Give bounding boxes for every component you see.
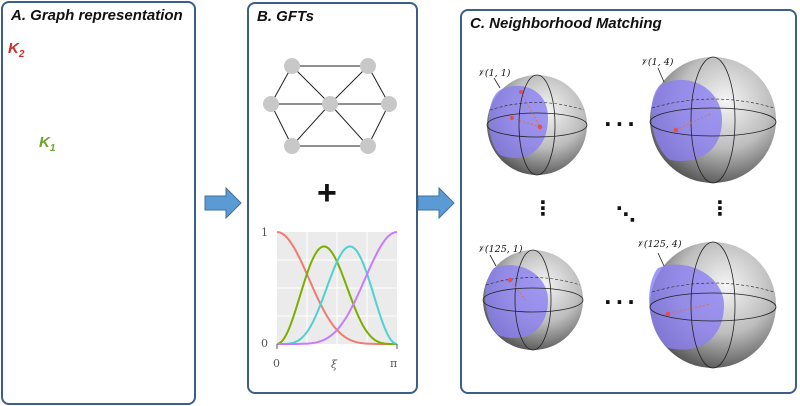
k1-label: K1 xyxy=(39,134,56,154)
graph-node xyxy=(381,96,397,112)
y-tick-1: 1 xyxy=(261,226,268,239)
arrow-b-to-c xyxy=(417,186,455,220)
neighborhood-sphere-1-4 xyxy=(649,56,777,184)
filter-curve-3 xyxy=(277,245,398,345)
x-tick-0: 0 xyxy=(273,357,280,370)
neighborhood-sphere-125-1 xyxy=(482,249,584,351)
neighborhood-sphere-125-4 xyxy=(649,241,777,369)
dots-vertical-left: ⋮ xyxy=(533,196,557,220)
graph-node xyxy=(284,58,300,74)
panel-c-title: C. Neighborhood Matching xyxy=(470,15,662,32)
graph-node xyxy=(360,138,376,154)
filter-curve-4 xyxy=(277,231,398,345)
panel-gfts: B. GFTs xyxy=(247,2,418,394)
label-v-125-4: 𝒱(125, 4) xyxy=(636,239,682,250)
panel-a-title: A. Graph representation xyxy=(11,7,183,24)
panel-graph-representation: A. Graph representation xyxy=(1,1,196,405)
graph-node xyxy=(284,138,300,154)
x-tick-pi: π xyxy=(390,357,398,370)
dots-horizontal-bottom: ··· xyxy=(604,290,639,314)
label-v-1-4: 𝒱(1, 4) xyxy=(640,57,674,68)
dots-horizontal-top: ··· xyxy=(604,112,639,136)
x-axis-label: ξ xyxy=(331,358,338,371)
graph-nodes xyxy=(263,58,397,154)
panel-b-title: B. GFTs xyxy=(257,8,314,25)
graph-node xyxy=(322,96,338,112)
graph-node xyxy=(263,96,279,112)
arrow-a-to-b xyxy=(204,186,242,220)
dots-vertical-right: ⋮ xyxy=(710,196,734,220)
y-tick-0: 0 xyxy=(261,337,268,350)
label-v-1-1: 𝒱(1, 1) xyxy=(477,68,511,79)
dots-diagonal: ⋱ xyxy=(616,202,640,226)
neighborhood-sphere-1-1 xyxy=(486,74,588,176)
plus-sign: + xyxy=(317,174,337,212)
k2-label: K2 xyxy=(8,40,25,60)
graph-node xyxy=(360,58,376,74)
filter-plot xyxy=(276,231,398,349)
label-v-125-1: 𝒱(125, 1) xyxy=(477,244,523,255)
panel-neighborhood-matching: C. Neighborhood Matching xyxy=(460,9,797,394)
